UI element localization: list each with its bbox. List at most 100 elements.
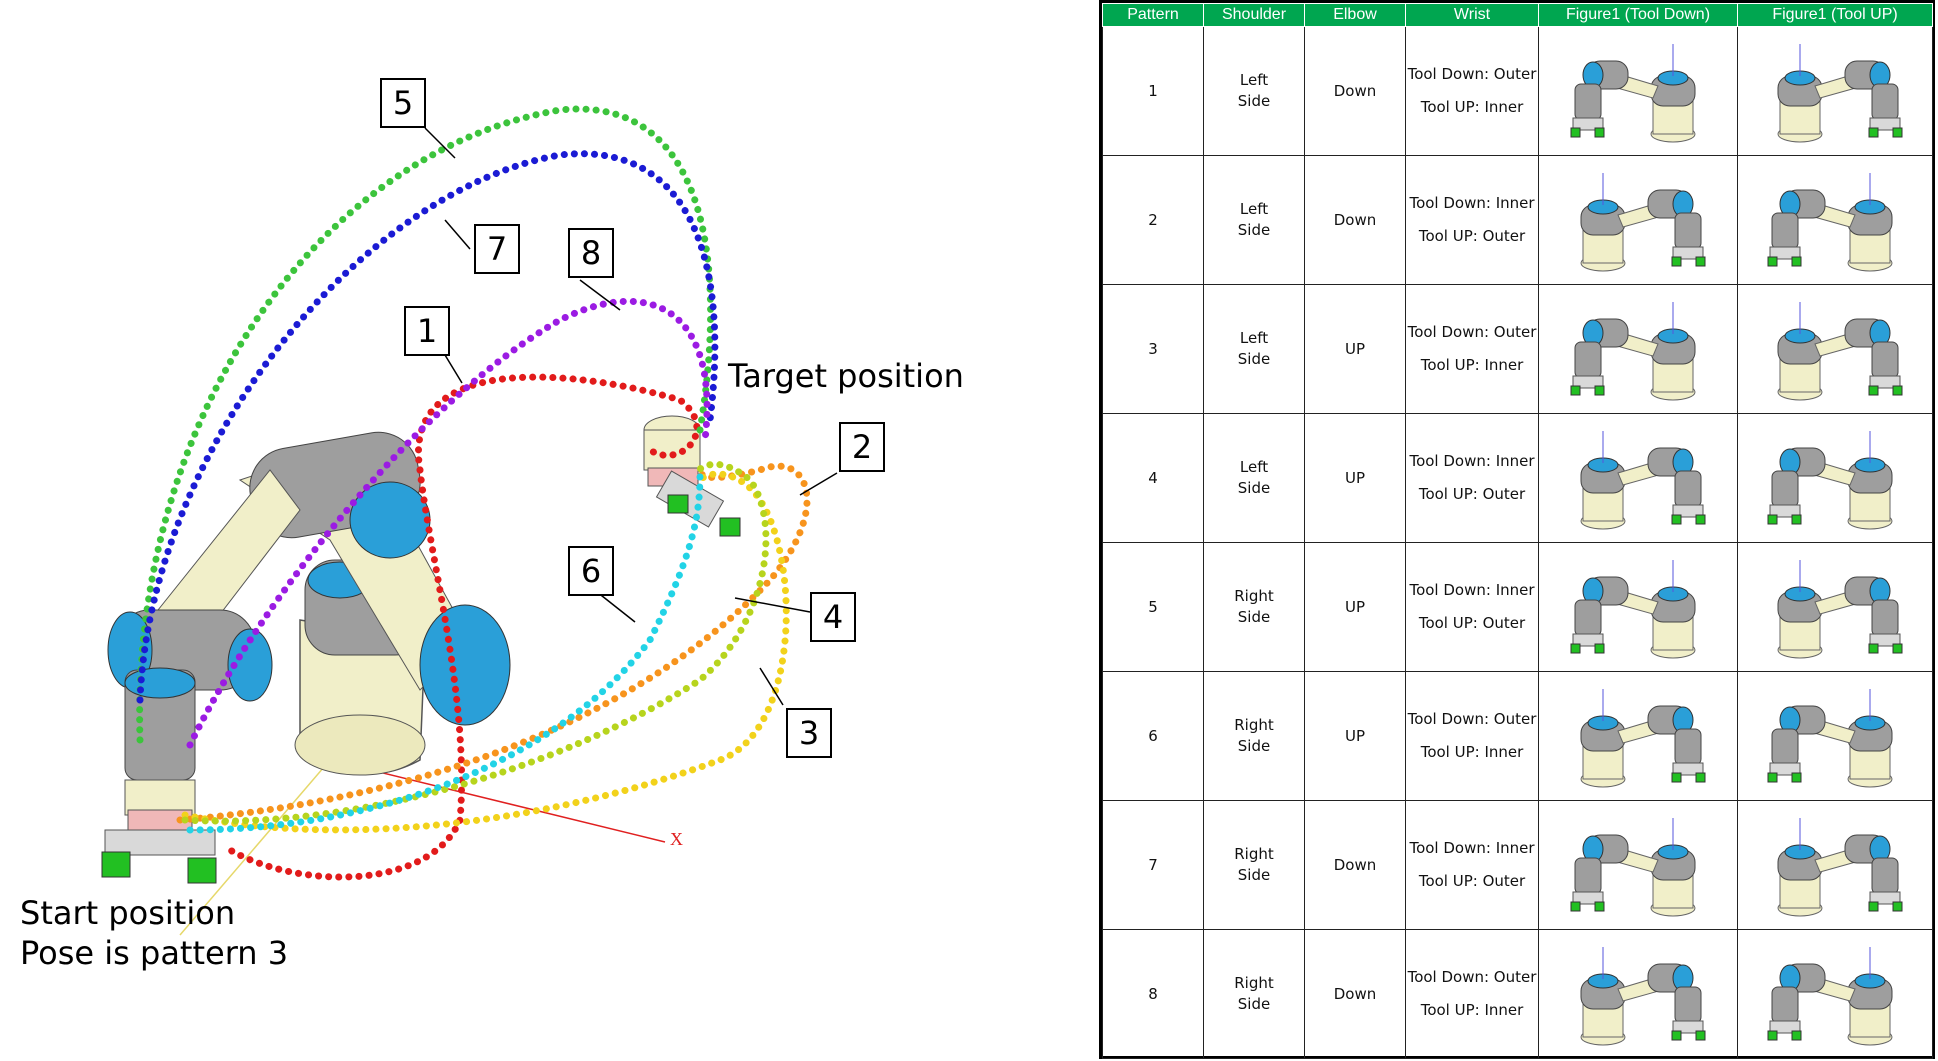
gripper-finger-left (101, 851, 131, 878)
trajectory-paths (136, 105, 811, 881)
table-row: 3 Left Side UP Tool Down: Outer Tool UP:… (1102, 284, 1933, 414)
header-elbow: Elbow (1304, 3, 1406, 27)
table-row: 2 Left Side Down Tool Down: Inner Tool U… (1102, 155, 1933, 285)
robot-pose-thumbnail (1580, 689, 1706, 788)
table-row: 8 Right Side Down Tool Down: Outer Tool … (1102, 929, 1933, 1059)
cell-wrist: Tool Down: Outer Tool UP: Inner (1405, 929, 1539, 1059)
robot-pose-thumbnail (1580, 173, 1706, 272)
cell-shoulder: Left Side (1203, 155, 1305, 285)
cell-elbow: Down (1304, 26, 1406, 156)
trajectory-6 (186, 471, 704, 834)
cell-pattern: 5 (1102, 542, 1204, 672)
cell-figure-tool-down (1538, 929, 1738, 1059)
trajectory-2 (176, 462, 811, 824)
cell-pattern: 7 (1102, 800, 1204, 930)
robot-pose-thumbnail (1570, 560, 1696, 659)
cell-figure-tool-down (1538, 284, 1738, 414)
gripper-finger-right (187, 857, 217, 884)
cell-figure-tool-down (1538, 800, 1738, 930)
robot-pose-thumbnail (1767, 689, 1893, 788)
wrist-tool-up: Tool UP: Inner (1420, 356, 1524, 374)
cell-figure-tool-up (1737, 671, 1933, 801)
wrist-tool-down: Tool Down: Inner (1409, 581, 1535, 599)
cell-figure-tool-down (1538, 155, 1738, 285)
configuration-table: Pattern Shoulder Elbow Wrist Figure1 (To… (1099, 0, 1935, 1059)
robot-pose-thumbnail (1580, 947, 1706, 1046)
wrist-tool-up: Tool UP: Inner (1420, 743, 1524, 761)
trajectory-5 (136, 105, 715, 744)
table-row: 5 Right Side UP Tool Down: Inner Tool UP… (1102, 542, 1933, 672)
tool-flange (124, 779, 196, 816)
callout-8: 8 (568, 228, 614, 278)
robot-pose-thumbnail (1767, 173, 1893, 272)
header-pattern: Pattern (1102, 3, 1204, 27)
elbow-cap (419, 604, 511, 726)
wrist-tool-up: Tool UP: Inner (1420, 1001, 1524, 1019)
wrist-tool-down: Tool Down: Inner (1409, 839, 1535, 857)
robot-pose-thumbnail (1777, 818, 1903, 917)
cell-figure-tool-down (1538, 413, 1738, 543)
header-wrist: Wrist (1405, 3, 1539, 27)
wrist3-cap (124, 667, 196, 699)
callout-4: 4 (810, 592, 856, 642)
robot-pose-thumbnail (1570, 302, 1696, 401)
table-row: 1 Left Side Down Tool Down: Outer Tool U… (1102, 26, 1933, 156)
robot-pose-thumbnail (1767, 431, 1893, 530)
cell-elbow: Down (1304, 155, 1406, 285)
cell-shoulder: Right Side (1203, 800, 1305, 930)
cell-shoulder: Left Side (1203, 26, 1305, 156)
wrist-tool-up: Tool UP: Outer (1418, 485, 1526, 503)
callout-leaders (424, 127, 838, 706)
robot-base-foot (294, 714, 426, 776)
table-header-row: Pattern Shoulder Elbow Wrist Figure1 (To… (1102, 3, 1933, 27)
cell-figure-tool-up (1737, 800, 1933, 930)
cell-pattern: 8 (1102, 929, 1204, 1059)
cell-figure-tool-up (1737, 284, 1933, 414)
robot-pose-thumbnail (1777, 560, 1903, 659)
wrist-cap-2 (227, 628, 273, 702)
cell-elbow: UP (1304, 671, 1406, 801)
start-position-label: Start position (20, 894, 236, 932)
wrist-tool-down: Tool Down: Outer (1407, 323, 1537, 341)
wrist-tool-down: Tool Down: Inner (1409, 452, 1535, 470)
gripper-body (104, 829, 216, 856)
callout-1: 1 (404, 306, 450, 356)
trajectory-1 (226, 373, 701, 881)
trajectory-4 (181, 460, 770, 825)
trajectory-canvas: X Y (101, 105, 838, 936)
cell-figure-tool-down (1538, 26, 1738, 156)
callout-6: 6 (568, 546, 614, 596)
table-row: 7 Right Side Down Tool Down: Inner Tool … (1102, 800, 1933, 930)
cell-figure-tool-up (1737, 413, 1933, 543)
cell-shoulder: Left Side (1203, 413, 1305, 543)
robot-pose-thumbnail (1767, 947, 1893, 1046)
table-row: 4 Left Side UP Tool Down: Inner Tool UP:… (1102, 413, 1933, 543)
start-pose-label: Pose is pattern 3 (20, 934, 289, 972)
cell-elbow: UP (1304, 413, 1406, 543)
x-axis (329, 759, 666, 843)
cell-figure-tool-up (1737, 26, 1933, 156)
cell-wrist: Tool Down: Inner Tool UP: Outer (1405, 542, 1539, 672)
cell-figure-tool-up (1737, 155, 1933, 285)
robot-pose-thumbnail (1777, 302, 1903, 401)
cell-elbow: UP (1304, 284, 1406, 414)
wrist-tool-up: Tool UP: Outer (1418, 872, 1526, 890)
robot-pose-thumbnail (1777, 44, 1903, 143)
robot-pose-thumbnail (1580, 431, 1706, 530)
trajectory-8 (186, 297, 711, 749)
robot-pose-thumbnail (1570, 818, 1696, 917)
cell-figure-tool-down (1538, 671, 1738, 801)
table-row: 6 Right Side UP Tool Down: Outer Tool UP… (1102, 671, 1933, 801)
wrist-tool-down: Tool Down: Outer (1407, 968, 1537, 986)
cell-figure-tool-up (1737, 542, 1933, 672)
cell-elbow: Down (1304, 800, 1406, 930)
robot-arm (101, 415, 741, 884)
callout-7: 7 (474, 224, 520, 274)
wrist-tool-up: Tool UP: Outer (1418, 227, 1526, 245)
robot-pose-thumbnail (1570, 44, 1696, 143)
cell-wrist: Tool Down: Outer Tool UP: Inner (1405, 671, 1539, 801)
wrist-tool-up: Tool UP: Inner (1420, 98, 1524, 116)
cell-wrist: Tool Down: Inner Tool UP: Outer (1405, 413, 1539, 543)
target-tool (643, 415, 741, 537)
cell-wrist: Tool Down: Outer Tool UP: Inner (1405, 284, 1539, 414)
